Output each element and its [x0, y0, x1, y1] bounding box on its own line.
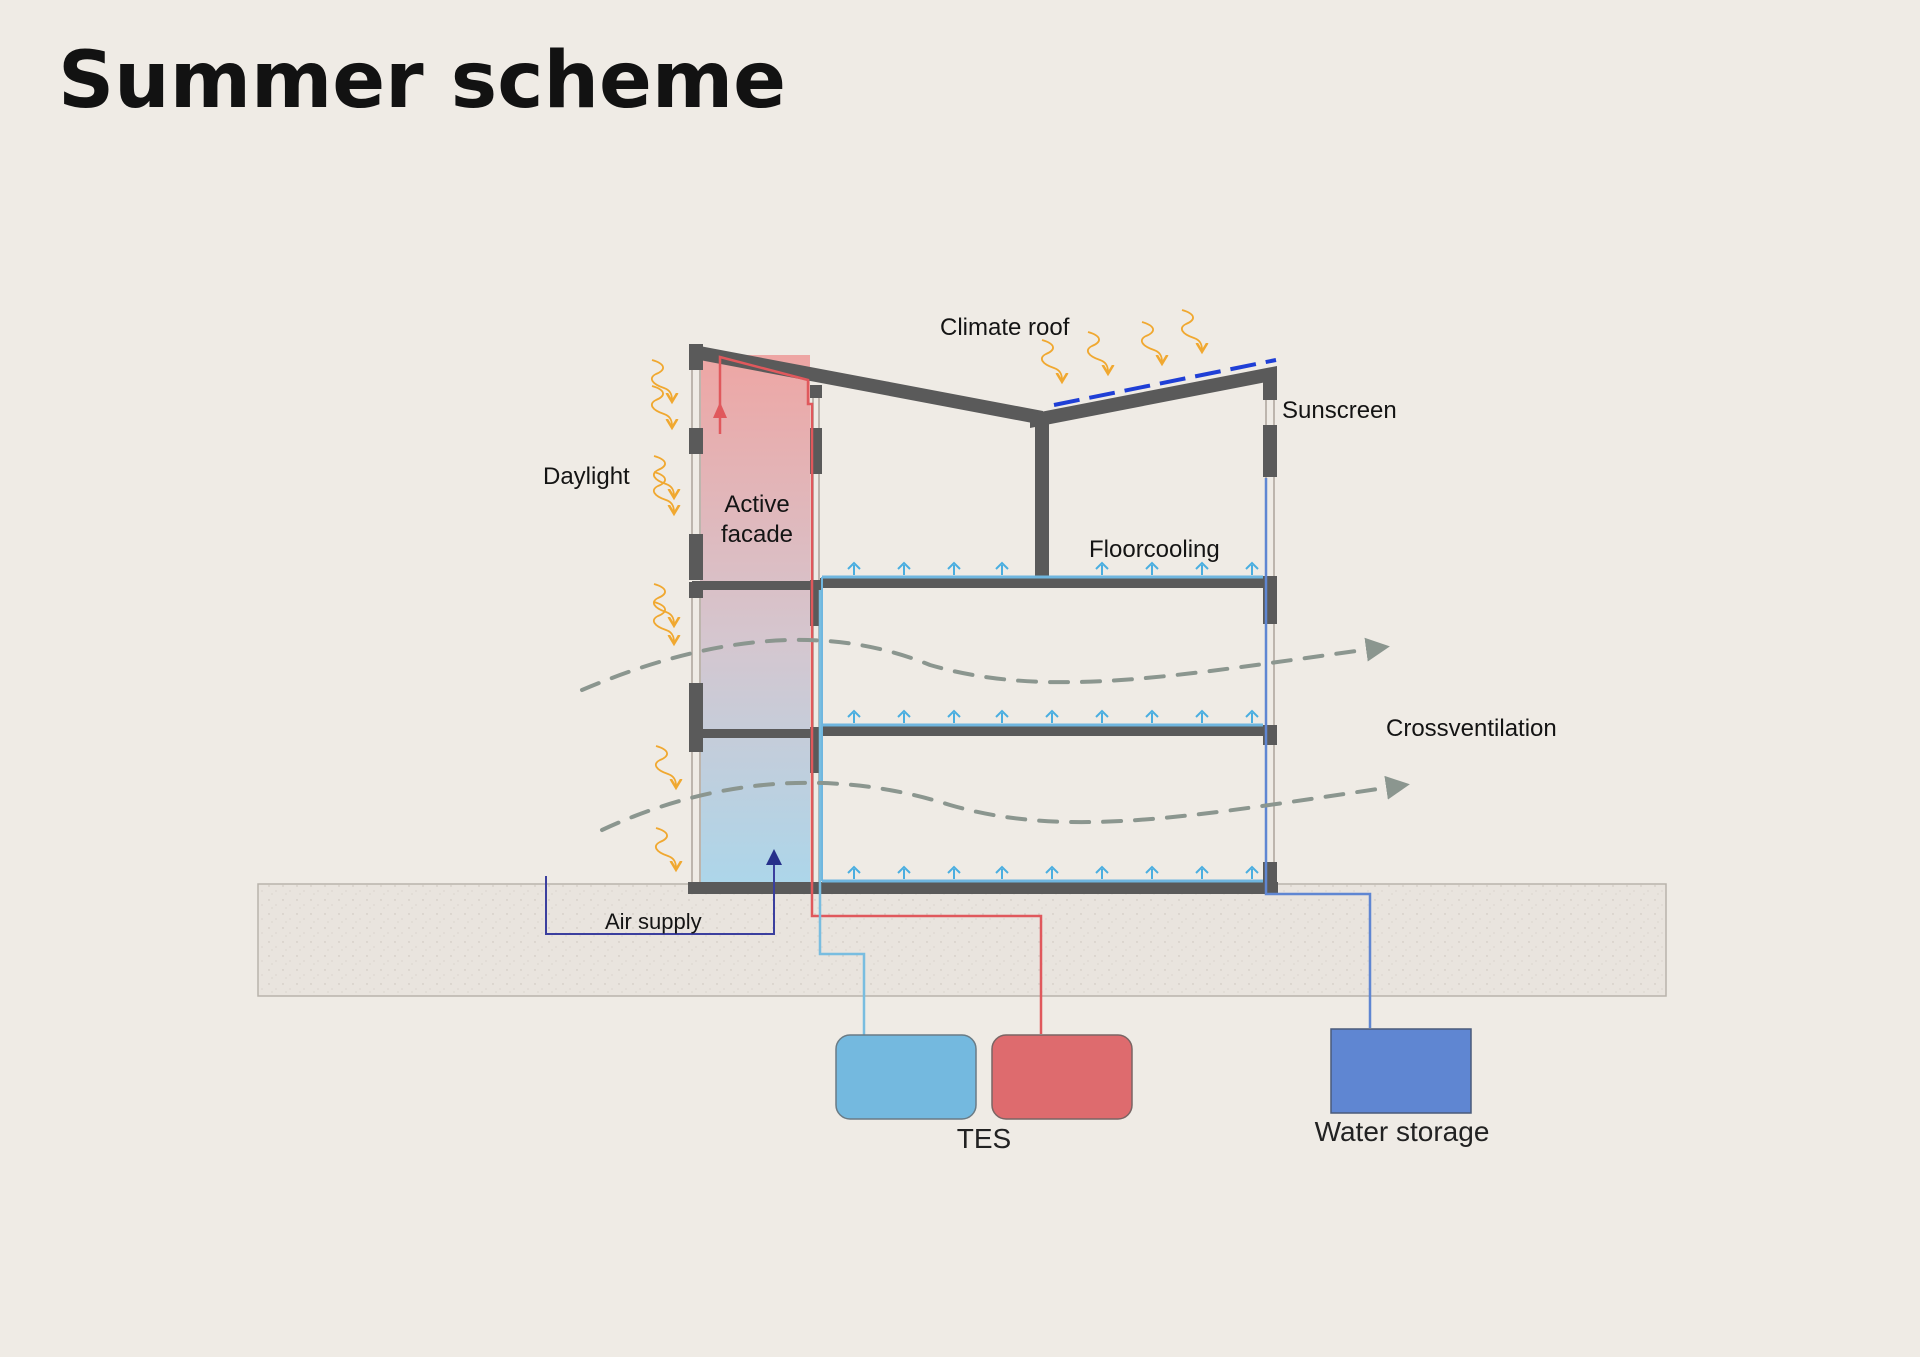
- active-facade-label-line2: facade: [721, 521, 793, 548]
- sun-ray-icon: [654, 584, 674, 624]
- up-arrow-icon: [995, 866, 1009, 880]
- up-arrow-icon: [847, 562, 861, 576]
- warm-air-arrow-icon: [713, 402, 727, 418]
- daylight-label: Daylight: [543, 463, 630, 490]
- up-arrow-icon: [897, 562, 911, 576]
- sun-ray-icon: [652, 360, 672, 400]
- sun-ray-icon: [1088, 332, 1108, 372]
- sun-ray-icon: [656, 746, 676, 786]
- sun-ray-icon: [656, 828, 676, 868]
- up-arrow-icon: [847, 866, 861, 880]
- water-storage-tank: [1330, 1028, 1472, 1114]
- ventilation-arrow-icon: [600, 775, 1410, 832]
- up-arrow-icon: [1195, 866, 1209, 880]
- up-arrow-icon: [1145, 710, 1159, 724]
- water-storage-label: Water storage: [1315, 1116, 1490, 1147]
- floorcooling-lines: [821, 575, 1263, 883]
- pipes: [545, 355, 1372, 1036]
- tes-label: TES: [957, 1123, 1011, 1154]
- ground-slab: [257, 883, 1667, 997]
- up-arrow-icon: [947, 562, 961, 576]
- sun-ray-icon: [654, 472, 674, 512]
- up-arrow-icon: [947, 710, 961, 724]
- sun-ray-icon: [1182, 310, 1202, 350]
- up-arrow-icon: [897, 866, 911, 880]
- cool-pipe: [818, 590, 866, 1036]
- sun-ray-icon: [1042, 340, 1062, 380]
- ventilation-arrow-icon: [580, 637, 1390, 692]
- up-arrow-icon: [897, 710, 911, 724]
- up-arrow-icon: [1195, 710, 1209, 724]
- building-structure: [688, 344, 1278, 894]
- up-arrow-icon: [1245, 562, 1259, 576]
- active-facade-cavity: [700, 355, 810, 886]
- up-arrow-icon: [1245, 710, 1259, 724]
- tes-warm-tank: [991, 1034, 1133, 1120]
- sunscreen-label: Sunscreen: [1282, 397, 1397, 424]
- warm-pipe: [718, 355, 1043, 1034]
- air-supply-duct: [545, 857, 775, 935]
- climate-roof-label: Climate roof: [940, 314, 1070, 341]
- water-storage-pipe: [1264, 478, 1372, 1028]
- sunscreen-panel: [1053, 358, 1277, 407]
- crossventilation-arrows: [580, 637, 1410, 832]
- active-facade-label-line1: Active: [724, 491, 789, 518]
- up-arrow-icon: [1095, 866, 1109, 880]
- up-arrow-icon: [995, 710, 1009, 724]
- floorcooling-arrows: [847, 562, 1259, 880]
- up-arrow-icon: [1045, 710, 1059, 724]
- floorcooling-label: Floorcooling: [1089, 536, 1220, 563]
- page-title: Summer scheme: [58, 36, 787, 126]
- up-arrow-icon: [1245, 866, 1259, 880]
- up-arrow-icon: [947, 866, 961, 880]
- air-supply-arrow-icon: [766, 849, 782, 865]
- up-arrow-icon: [1145, 866, 1159, 880]
- tes-cold-tank: [835, 1034, 977, 1120]
- up-arrow-icon: [1195, 562, 1209, 576]
- up-arrow-icon: [1095, 710, 1109, 724]
- up-arrow-icon: [1145, 562, 1159, 576]
- up-arrow-icon: [1045, 866, 1059, 880]
- up-arrow-icon: [847, 710, 861, 724]
- up-arrow-icon: [1095, 562, 1109, 576]
- up-arrow-icon: [995, 562, 1009, 576]
- sun-ray-icon: [1142, 322, 1162, 362]
- crossventilation-label: Crossventilation: [1386, 715, 1557, 742]
- air-supply-label: Air supply: [605, 909, 702, 934]
